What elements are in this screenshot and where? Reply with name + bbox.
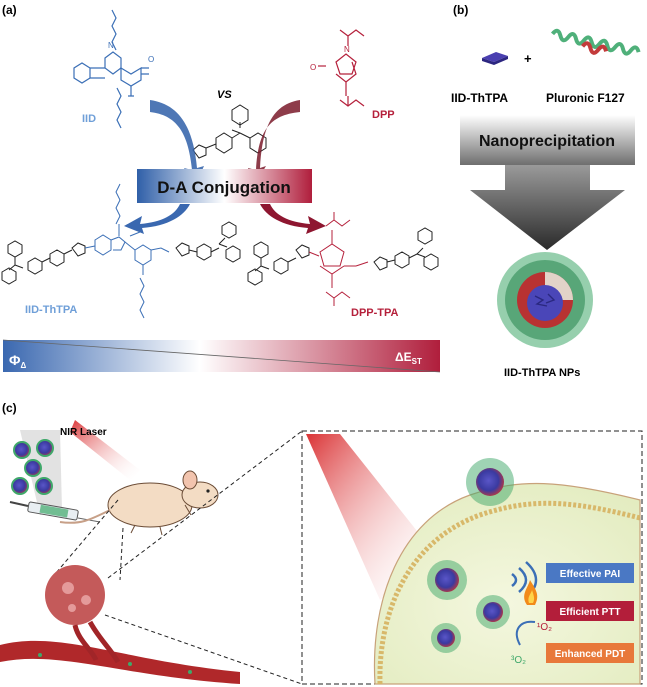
nanoprecipitation-arrow	[470, 165, 625, 250]
nir-laser-beam	[70, 420, 140, 480]
center-to-dpp-tpa-arrow	[260, 204, 326, 234]
pai-label: Effective PAI	[560, 569, 621, 580]
ptt-label: Efficient PTT	[559, 607, 620, 618]
o2-cycle-arrow	[515, 620, 536, 646]
pdt-badge	[546, 643, 634, 663]
iid-thtpa-b-label: IID-ThTPA	[451, 91, 508, 105]
triplet-o2-label: ³O₂	[511, 655, 526, 666]
iid-label: IID	[82, 113, 96, 125]
plus-sign: +	[524, 51, 532, 66]
np-cluster	[11, 439, 54, 495]
dpp-molecule	[318, 29, 365, 107]
panel-b-letter: (b)	[453, 3, 468, 17]
dpp-n-atom: N	[344, 45, 350, 54]
pdt-label: Enhanced PDT	[555, 649, 626, 660]
dpp-tpa-molecule	[247, 212, 439, 306]
nps-label: IID-ThTPA NPs	[504, 367, 580, 379]
panel-c-letter: (c)	[2, 401, 17, 415]
panel-a: (a) N O IID N O DPP VS	[1, 3, 441, 373]
tpa-thiophene-molecule	[192, 104, 267, 159]
dpp-tpa-label: DPP-TPA	[351, 307, 399, 319]
pluronic-helix	[550, 28, 641, 56]
zoom-line-2	[119, 527, 124, 581]
iid-thtpa-molecule	[1, 183, 241, 319]
delta-est-label: ΔEST	[395, 350, 422, 366]
iid-thtpa-nanoparticle	[497, 252, 593, 348]
vs-label: VS	[217, 89, 232, 101]
tumor-with-vessels	[0, 565, 240, 684]
nanoprecipitation-label: Nanoprecipitation	[479, 133, 615, 150]
iid-molecule	[73, 9, 149, 129]
ptt-badge	[546, 601, 634, 621]
cell-membrane	[377, 500, 641, 685]
zoom-nanoparticles	[427, 458, 514, 653]
mouse	[59, 470, 219, 536]
phi-delta-label: ΦΔ	[9, 352, 27, 370]
iid-o-atom: O	[148, 55, 154, 64]
pai-badge	[546, 563, 634, 583]
zoom-line-1	[49, 499, 119, 581]
iid-thtpa-label: IID-ThTPA	[25, 304, 77, 316]
iid-thtpa-chip	[482, 52, 508, 62]
zoom-line-3	[107, 430, 303, 579]
conjugation-label: D-A Conjugation	[157, 178, 290, 197]
nir-laser-label: NIR Laser	[60, 427, 107, 438]
dpp-o-atom: O	[310, 63, 316, 72]
iid-thtpa-chip-side	[482, 56, 508, 65]
panel-c: (c) NIR Laser	[0, 401, 643, 685]
dpp-label: DPP	[372, 109, 395, 121]
panel-b: (b) + IID-ThTPA Pluronic F127 Nanoprecip…	[451, 3, 641, 379]
iid-n-atom: N	[108, 41, 114, 50]
bar-diagonal	[2, 339, 441, 373]
panel-a-letter: (a)	[2, 3, 17, 17]
center-to-iid-thtpa-arrow	[124, 204, 190, 234]
pluronic-label: Pluronic F127	[546, 91, 625, 105]
flame-inner-icon	[528, 590, 535, 603]
singlet-o2-label: ¹O₂	[537, 622, 552, 633]
nanoprecipitation-box	[460, 115, 635, 165]
conjugation-banner	[137, 169, 312, 203]
